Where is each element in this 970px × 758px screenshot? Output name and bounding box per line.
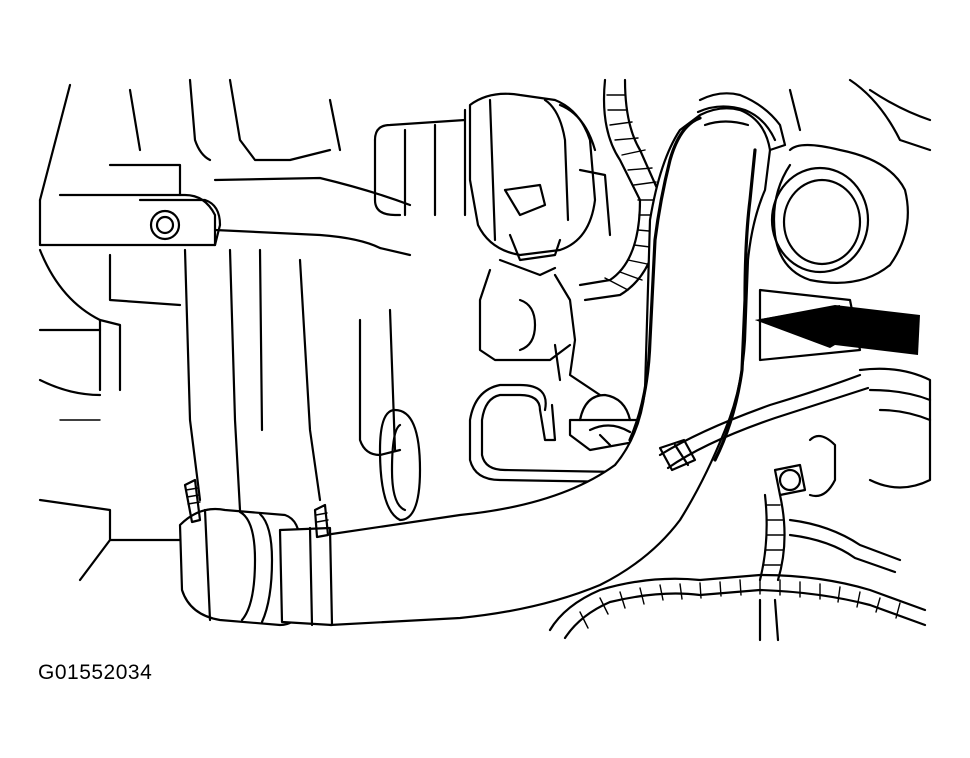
coolant-hose [323,92,787,627]
fitting-right [773,367,932,498]
pulley-assembly [358,108,467,522]
hose-coupler-left [178,478,334,627]
sensor-housing [468,92,612,277]
engine-block-outline [38,78,412,582]
hose-connector-right [758,78,932,362]
figure-code: G01552034 [38,661,153,684]
support-bracket [478,268,602,397]
metal-tube [658,373,870,472]
mounting-bracket [138,198,222,247]
indicator-arrow [755,305,920,355]
wiring-harness-lower [548,493,927,642]
valve-body [568,393,647,452]
